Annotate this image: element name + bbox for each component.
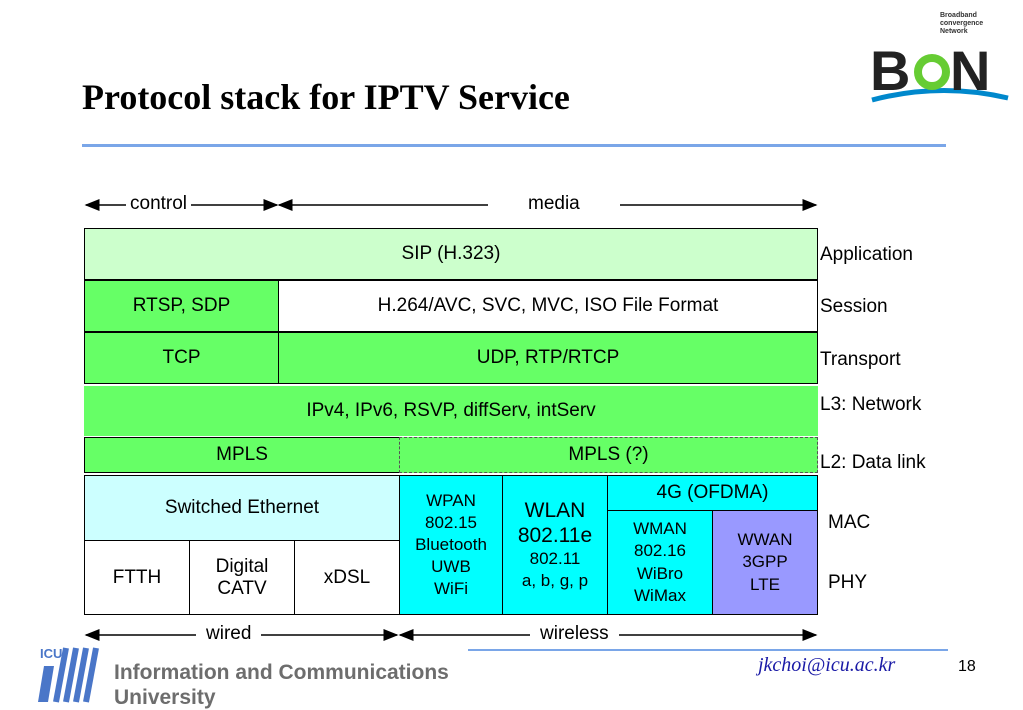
cell-h264: H.264/AVC, SVC, MVC, ISO File Format <box>278 280 818 332</box>
cell-mpls-question: MPLS (?) <box>399 437 818 473</box>
layer-transport: Transport <box>820 349 901 370</box>
span-label-wireless: wireless <box>530 623 619 645</box>
icu-logo-abbrev: ICU <box>40 646 62 661</box>
span-label-media: media <box>488 193 620 215</box>
cell-tcp: TCP <box>84 332 279 384</box>
cell-digital-catv: Digital CATV <box>189 540 295 615</box>
cell-ip: IPv4, IPv6, RSVP, diffServ, intServ <box>84 386 818 436</box>
page-title: Protocol stack for IPTV Service <box>82 77 570 117</box>
svg-text:N: N <box>950 39 990 102</box>
cell-xdsl: xDSL <box>294 540 400 615</box>
span-label-wired: wired <box>196 623 262 645</box>
layer-phy: PHY <box>828 572 868 593</box>
cell-udp-rtp: UDP, RTP/RTCP <box>278 332 818 384</box>
cell-wman: WMAN 802.16 WiBro WiMax <box>607 510 713 615</box>
span-label-control: control <box>126 193 192 215</box>
bcn-logo: B N <box>870 39 1009 103</box>
cell-rtsp-sdp: RTSP, SDP <box>84 280 279 332</box>
bcn-logo-caption: Broadband convergence Network <box>940 12 984 35</box>
layer-network: L3: Network <box>820 394 922 415</box>
author-email[interactable]: jkchoi@icu.ac.kr <box>758 654 896 676</box>
page-number: 18 <box>958 658 976 675</box>
cell-ftth: FTTH <box>84 540 190 615</box>
cell-4g-ofdma: 4G (OFDMA) <box>607 475 818 511</box>
layer-session: Session <box>820 296 888 317</box>
cell-switched-ethernet: Switched Ethernet <box>84 475 400 541</box>
cell-wlan: WLAN 802.11e 802.11 a, b, g, p <box>502 475 608 615</box>
title-divider <box>82 144 946 147</box>
layer-mac: MAC <box>828 512 871 533</box>
cell-mpls: MPLS <box>84 437 400 473</box>
cell-wpan: WPAN 802.15 Bluetooth UWB WiFi <box>399 475 503 615</box>
cell-wwan: WWAN 3GPP LTE <box>712 510 818 615</box>
svg-text:B: B <box>870 39 910 102</box>
icu-logo: ICU <box>38 644 110 704</box>
cell-sip: SIP (H.323) <box>84 228 818 280</box>
footer-divider <box>468 649 948 651</box>
organization-name: Information and Communications Universit… <box>114 661 449 709</box>
layer-datalink: L2: Data link <box>820 452 926 473</box>
layer-application: Application <box>820 244 913 265</box>
